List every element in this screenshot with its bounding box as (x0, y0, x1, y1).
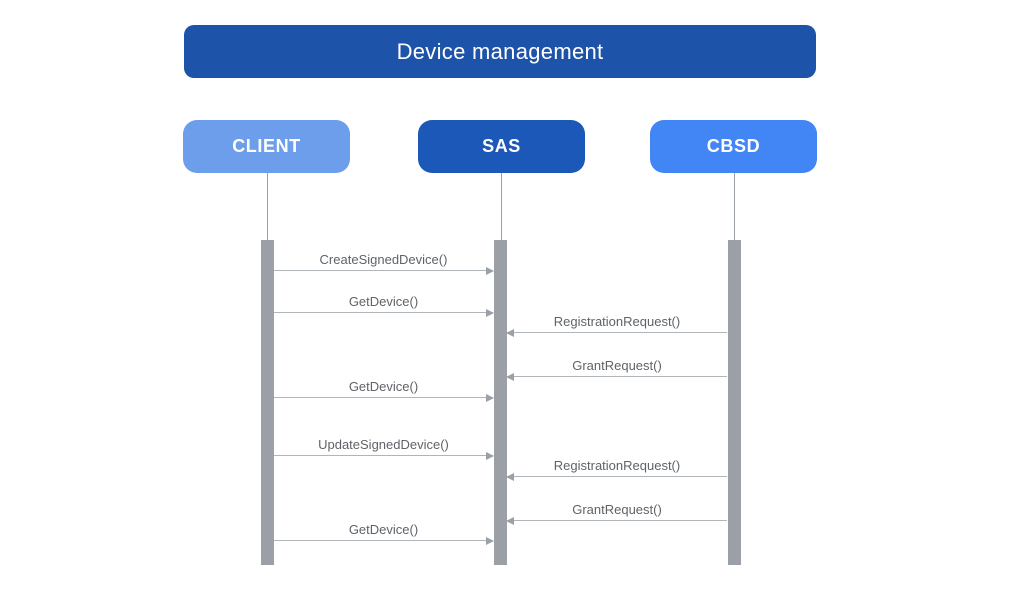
message-label: GetDevice() (348, 294, 419, 309)
actor-client: CLIENT (183, 120, 350, 173)
message-label: GrantRequest() (572, 502, 662, 517)
message-label: GrantRequest() (572, 358, 662, 373)
arrow-right-icon (274, 452, 494, 460)
diagram-title-label: Device management (396, 38, 604, 64)
actor-cbsd-label: CBSD (706, 136, 761, 156)
arrow-right-icon (274, 537, 494, 545)
message-registration-request-1: RegistrationRequest() (506, 311, 727, 337)
message-get-device-2: GetDevice() (274, 376, 494, 402)
lifeline-cbsd (734, 173, 735, 241)
message-get-device-1: GetDevice() (274, 291, 494, 317)
actor-cbsd: CBSD (650, 120, 817, 173)
activation-bar-cbsd (728, 240, 741, 565)
message-label: GetDevice() (348, 379, 419, 394)
message-grant-request-1: GrantRequest() (506, 355, 727, 381)
lifeline-client (267, 173, 268, 241)
arrow-left-icon (506, 329, 727, 337)
activation-bar-client (261, 240, 274, 565)
message-label: CreateSignedDevice() (319, 252, 448, 267)
arrow-left-icon (506, 517, 727, 525)
message-label: UpdateSignedDevice() (318, 437, 449, 452)
arrow-left-icon (506, 473, 727, 481)
actor-sas-label: SAS (482, 136, 521, 156)
actor-client-label: CLIENT (232, 136, 301, 156)
actor-sas: SAS (418, 120, 585, 173)
diagram-title: Device management (184, 25, 816, 78)
message-label: RegistrationRequest() (553, 314, 681, 329)
arrow-left-icon (506, 373, 727, 381)
message-registration-request-2: RegistrationRequest() (506, 455, 727, 481)
arrow-right-icon (274, 267, 494, 275)
arrow-right-icon (274, 394, 494, 402)
activation-bar-sas (494, 240, 507, 565)
message-get-device-3: GetDevice() (274, 519, 494, 545)
message-update-signed-device: UpdateSignedDevice() (274, 434, 494, 460)
message-label: RegistrationRequest() (553, 458, 681, 473)
message-grant-request-2: GrantRequest() (506, 499, 727, 525)
lifeline-sas (501, 173, 502, 241)
message-create-signed-device: CreateSignedDevice() (274, 249, 494, 275)
arrow-right-icon (274, 309, 494, 317)
message-label: GetDevice() (348, 522, 419, 537)
